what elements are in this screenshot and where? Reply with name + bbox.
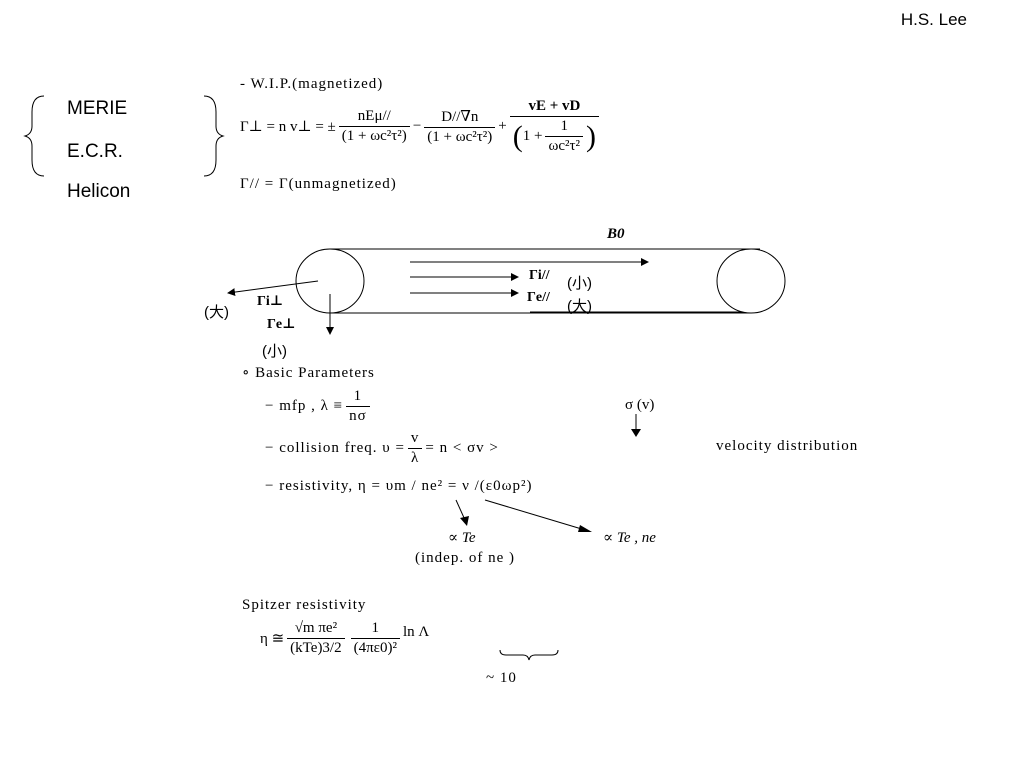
source-merie: MERIE bbox=[67, 98, 128, 119]
term3-den: ( 1 + 1 ωc²τ² ) bbox=[509, 116, 600, 155]
term2-den: (1 + ωc²τ²) bbox=[424, 127, 496, 146]
gamma-i-perp-note: (大) bbox=[204, 304, 229, 321]
term3-inner-den: ωc²τ² bbox=[545, 136, 584, 155]
velocity-distribution-label: velocity distribution bbox=[716, 438, 859, 454]
spitzer-fraction-2: 1 (4πε0)² bbox=[350, 620, 400, 657]
term2-fraction: D//∇n (1 + ωc²τ²) bbox=[424, 107, 496, 146]
spitzer-title: Spitzer resistivity bbox=[242, 597, 367, 613]
mfp-label: − mfp , λ ≡ bbox=[265, 398, 344, 414]
prop-te-ne-label: ∝ Te , ne bbox=[603, 530, 656, 546]
gamma-e-perp-label: Γe⊥ bbox=[267, 317, 296, 332]
sigma-v-label: σ (v) bbox=[625, 397, 655, 413]
spitzer-f2-den: (4πε0)² bbox=[350, 638, 400, 657]
mfp-num: 1 bbox=[353, 388, 363, 404]
term1-den: (1 + ωc²τ²) bbox=[338, 126, 410, 145]
resistivity-arrows bbox=[455, 499, 592, 532]
paren-right: ) bbox=[586, 119, 597, 153]
indep-label: (indep. of ne ) bbox=[415, 550, 515, 566]
gamma-i-par-note: (小) bbox=[567, 275, 592, 292]
term3-den-left: 1 + bbox=[522, 128, 543, 144]
spitzer-f1-den: (kTe)3/2 bbox=[287, 638, 345, 657]
collision-num: v bbox=[410, 430, 420, 446]
collision-rest: = n < σv > bbox=[425, 440, 499, 456]
term3-fraction: vE + vD ( 1 + 1 ωc²τ² ) bbox=[509, 98, 600, 155]
collision-label: − collision freq. υ = bbox=[265, 440, 405, 456]
term3-num: vE + vD bbox=[528, 98, 581, 114]
spitzer-equation: η ≅ √m πe² (kTe)3/2 1 (4πε0)² ln Λ bbox=[260, 620, 429, 657]
gamma-e-par-note: (大) bbox=[567, 298, 592, 315]
collision-den: λ bbox=[408, 448, 423, 467]
plus-sign: + bbox=[498, 118, 507, 134]
gamma-e-par-label: Γe// bbox=[527, 290, 550, 305]
term3-inner-fraction: 1 ωc²τ² bbox=[545, 118, 584, 155]
spitzer-approx: ~ 10 bbox=[486, 670, 517, 686]
gamma-e-perp-note: (小) bbox=[262, 343, 287, 360]
paren-left: ( bbox=[512, 119, 523, 153]
spitzer-lhs: η ≅ bbox=[260, 631, 285, 647]
gamma-i-perp-label: Γi⊥ bbox=[257, 294, 284, 309]
mfp-fraction: 1 nσ bbox=[346, 388, 370, 425]
collision-equation: − collision freq. υ = v λ = n < σv > bbox=[265, 430, 499, 467]
author-label: H.S. Lee bbox=[900, 10, 967, 29]
basic-parameters-title: ∘ Basic Parameters bbox=[242, 365, 375, 381]
spitzer-fraction-1: √m πe² (kTe)3/2 bbox=[287, 620, 345, 657]
flux-diagram bbox=[227, 248, 786, 335]
mfp-equation: − mfp , λ ≡ 1 nσ bbox=[265, 388, 373, 425]
gamma-par-equation: Γ// = Γ(unmagnetized) bbox=[240, 176, 397, 192]
wip-title: - W.I.P.(magnetized) bbox=[240, 76, 384, 92]
gamma-perp-equation: Γ⊥ = n v⊥ = ± nEμ// (1 + ωc²τ²) − D//∇n … bbox=[240, 98, 602, 155]
right-electrode-circle bbox=[716, 248, 786, 314]
collision-fraction: v λ bbox=[408, 430, 423, 467]
b0-label: B0 bbox=[607, 226, 625, 242]
ion-perp-arrow bbox=[227, 280, 319, 297]
mfp-den: nσ bbox=[346, 406, 370, 425]
resistivity-equation: − resistivity, η = υm / ne² = ν /(ε0ωp²) bbox=[265, 478, 533, 494]
source-ecr: E.C.R. bbox=[67, 141, 123, 162]
sigma-v-arrow bbox=[631, 414, 641, 437]
gamma-perp-lhs: Γ⊥ = n v⊥ = ± bbox=[240, 119, 336, 135]
spitzer-f1-num: √m πe² bbox=[294, 620, 338, 636]
spitzer-f2-num: 1 bbox=[371, 620, 380, 636]
spitzer-ln: ln Λ bbox=[402, 624, 430, 640]
ln-underbrace bbox=[499, 649, 559, 661]
minus-sign: − bbox=[412, 118, 422, 134]
term1-fraction: nEμ// (1 + ωc²τ²) bbox=[338, 108, 410, 145]
gamma-i-par-label: Γi// bbox=[529, 268, 550, 283]
source-braces bbox=[23, 95, 225, 177]
term2-num: D//∇n bbox=[441, 109, 479, 125]
term3-inner-num: 1 bbox=[560, 118, 569, 134]
source-helicon: Helicon bbox=[67, 181, 131, 202]
term1-num: nEμ// bbox=[357, 108, 391, 124]
prop-te-label: ∝ Te bbox=[448, 530, 476, 546]
